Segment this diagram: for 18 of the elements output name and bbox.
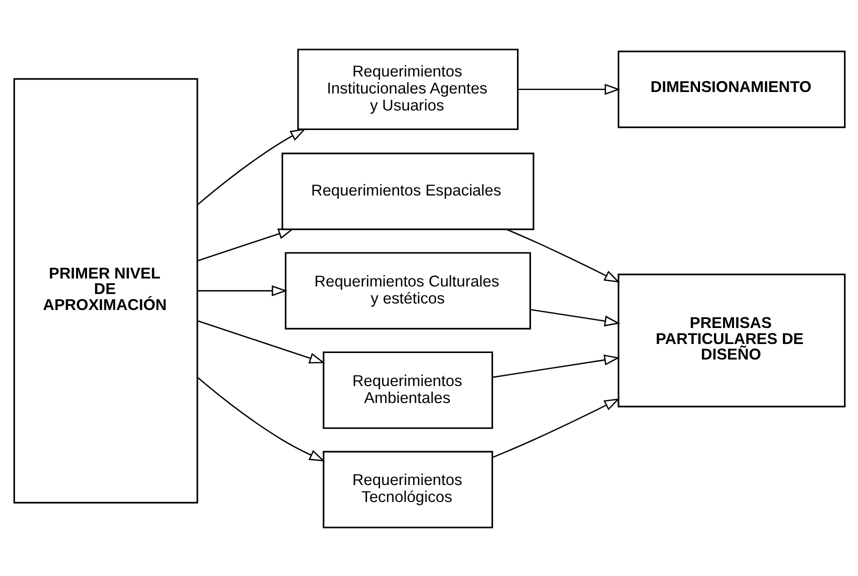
node-box: Requerimientos Espaciales <box>281 152 534 230</box>
node-box: Requerimientos Culturales y estéticos <box>284 252 530 329</box>
arrow <box>492 398 620 458</box>
arrow <box>196 128 306 205</box>
node-box: Requerimientos Ambientales <box>322 350 493 428</box>
arrow <box>196 284 287 296</box>
node-box: DIMENSIONAMIENTO <box>617 50 846 128</box>
node-box: PRIMER NIVEL DE APROXIMACIÓN <box>12 78 198 503</box>
arrow <box>196 228 294 261</box>
arrow <box>492 354 620 378</box>
arrow <box>530 308 620 326</box>
arrow <box>517 83 620 94</box>
arrow <box>196 320 325 363</box>
arrow <box>196 376 325 461</box>
arrow <box>506 228 620 282</box>
node-box: Requerimientos Institucionales Agentes y Usuarios <box>296 48 518 130</box>
node-box: Requerimientos Tecnológicos <box>322 450 493 528</box>
node-box: PREMISAS PARTICULARES DE DISEÑO <box>617 273 846 407</box>
